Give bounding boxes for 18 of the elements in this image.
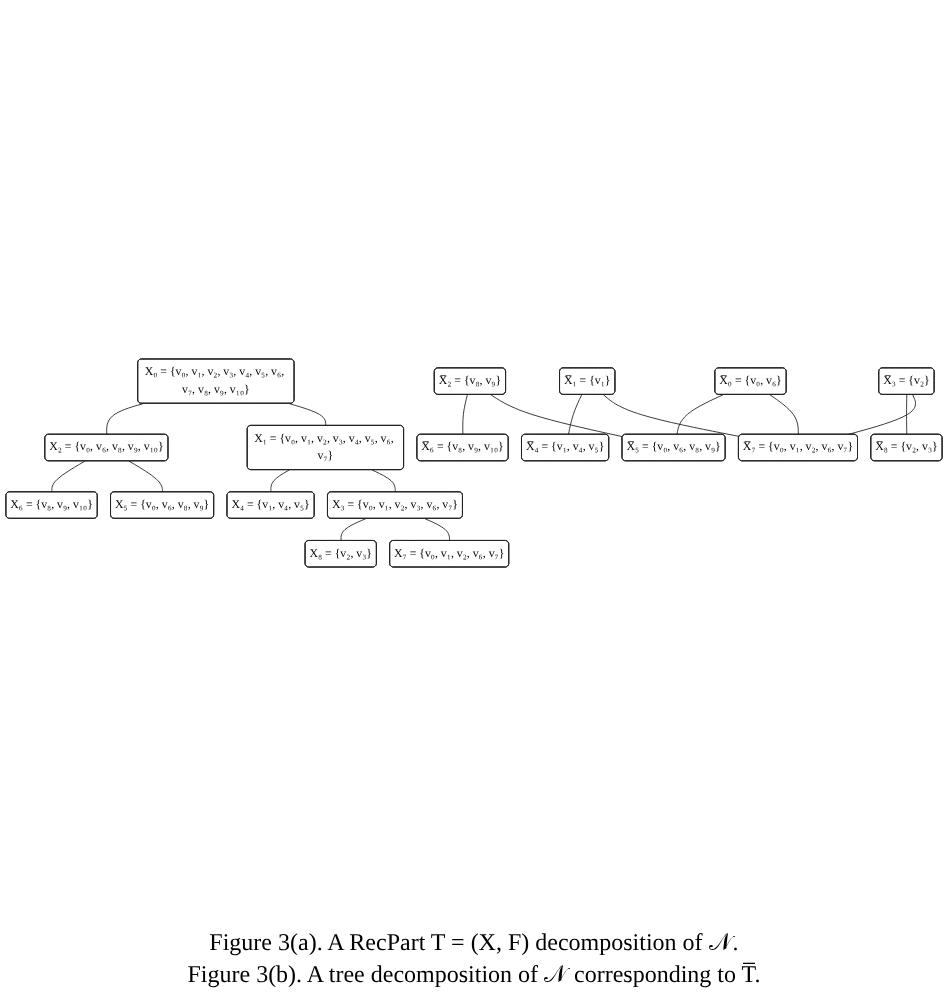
figure-caption: Figure 3(b). A tree decomposition of 𝒩 corresponding to T̅. <box>187 960 761 990</box>
connector <box>340 518 367 542</box>
connector <box>106 403 144 436</box>
connector <box>288 403 327 427</box>
connector <box>462 394 468 436</box>
connector <box>270 469 290 493</box>
connector <box>424 518 450 542</box>
connector <box>568 394 583 436</box>
connector <box>371 469 396 493</box>
connector <box>51 460 86 493</box>
connector <box>906 394 908 436</box>
figure-caption: Figure 3(a). A RecPart T = (X, F) decomposition of 𝒩. <box>207 928 741 958</box>
connector <box>128 460 163 493</box>
connector <box>602 394 740 437</box>
connector <box>676 394 724 436</box>
connector <box>490 394 624 438</box>
connector <box>769 394 799 436</box>
connector <box>847 394 916 436</box>
